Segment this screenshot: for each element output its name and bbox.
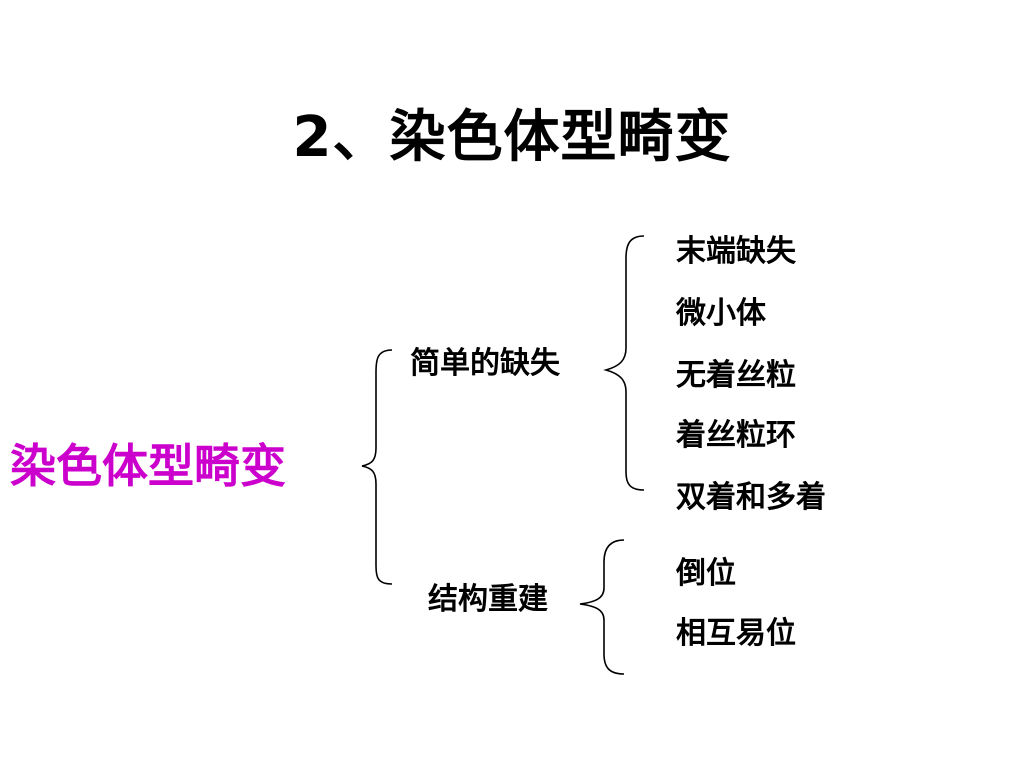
- branch-simple-deletion-label: 简单的缺失: [410, 346, 560, 381]
- leaf-acentric: 无着丝粒: [676, 358, 796, 393]
- slide-title: 2、染色体型畸变: [292, 105, 732, 170]
- leaf-centric-ring: 着丝粒环: [676, 418, 796, 453]
- root-label: 染色体型畸变: [10, 439, 286, 493]
- root-brace: [361, 349, 393, 585]
- leaf-dicentric-polycentric: 双着和多着: [676, 480, 826, 515]
- branch-1-brace: [603, 235, 645, 491]
- branch-2-brace: [579, 539, 625, 675]
- leaf-terminal-deletion: 末端缺失: [676, 234, 796, 269]
- leaf-minute: 微小体: [676, 296, 766, 331]
- leaf-reciprocal-translocation: 相互易位: [676, 616, 796, 651]
- branch-structural-rearrangement-label: 结构重建: [428, 582, 548, 617]
- leaf-inversion: 倒位: [676, 556, 736, 591]
